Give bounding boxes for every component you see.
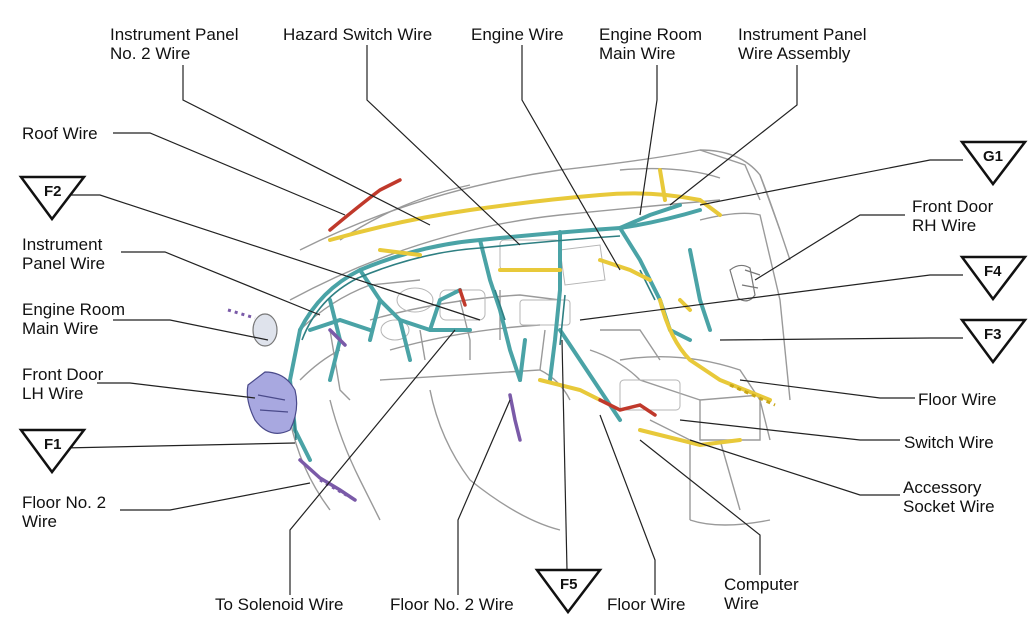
harness-red [328,178,657,417]
leader-floor-no2-left [120,482,311,511]
leader-engine-room-main-left [113,319,269,341]
leader-computer [639,439,761,575]
leader-f3 [719,337,963,341]
connector-f5-label: F5 [560,576,578,593]
label-hazard-switch-wire: Hazard Switch Wire [283,25,433,44]
label-engine-wire: Engine Wire [471,25,564,44]
label-instrument-panel-wire-assembly: Instrument Panel Wire Assembly [738,25,867,63]
harness-purple-dashes [227,308,356,502]
label-floor-no2-wire-left: Floor No. 2 Wire [22,493,107,531]
label-instrument-panel-no2-wire: Instrument Panel No. 2 Wire [110,25,239,63]
leader-roof-wire [113,132,346,216]
leader-lines [62,45,963,595]
harness-yellow-dashes [729,383,776,407]
label-floor-wire-bottom: Floor Wire [607,595,686,614]
label-floor-wire-right: Floor Wire [918,390,997,409]
leader-f5 [561,339,568,571]
leader-to-solenoid [289,329,456,595]
harness-purple [298,328,522,502]
connector-f1-label: F1 [44,436,62,453]
leader-g1 [699,159,963,206]
leader-front-door-rh [754,214,905,281]
connector-f2: F2 [18,175,87,222]
connector-f5: F5 [534,568,603,615]
label-instrument-panel-wire: Instrument Panel Wire [22,235,106,273]
dashboard-outline [289,149,791,531]
connector-f4: F4 [959,255,1028,302]
label-front-door-lh-wire: Front Door LH Wire [22,365,104,403]
leader-engine-room-main-top [639,65,658,216]
leader-instrument-panel-no2 [182,65,431,226]
connector-f3-label: F3 [984,326,1002,343]
label-engine-room-main-wire-top: Engine Room Main Wire [599,25,703,63]
leader-accessory-socket [689,439,900,496]
connector-f3: F3 [959,318,1028,365]
label-front-door-rh-wire: Front Door RH Wire [912,197,994,235]
connector-g1: G1 [959,140,1028,187]
leader-engine-wire [521,45,621,271]
solenoid-connector [252,313,278,347]
label-computer-wire: Computer Wire [724,575,799,613]
dashboard-detail [380,239,681,411]
leader-floor-no2-bottom [457,399,511,595]
leader-switch [679,419,900,441]
label-to-solenoid-wire: To Solenoid Wire [215,595,344,614]
connector-g1-label: G1 [983,148,1003,165]
label-floor-no2-wire-bottom: Floor No. 2 Wire [390,595,514,614]
harness-teal-detail [291,235,656,441]
label-accessory-socket-wire: Accessory Socket Wire [903,478,995,516]
connector-f4-label: F4 [984,263,1002,280]
leader-f1 [62,442,296,449]
leader-front-door-lh [97,382,256,399]
door-lh-harness [246,371,298,434]
label-roof-wire: Roof Wire [22,124,98,143]
leader-f2 [63,194,481,321]
label-switch-wire: Switch Wire [904,433,994,452]
leader-hazard-switch [366,45,521,246]
leader-ip-wire-assembly [669,65,798,206]
leader-f4 [579,274,963,321]
connector-f2-label: F2 [44,183,62,200]
connector-f1: F1 [18,428,87,475]
leader-floor-wire-right [739,379,915,399]
door-rh-harness [729,264,761,302]
label-engine-room-main-wire-left: Engine Room Main Wire [22,300,126,338]
leader-ip-wire [121,251,321,316]
leader-floor-wire-bottom [599,414,656,595]
harness-yellow [328,168,772,448]
